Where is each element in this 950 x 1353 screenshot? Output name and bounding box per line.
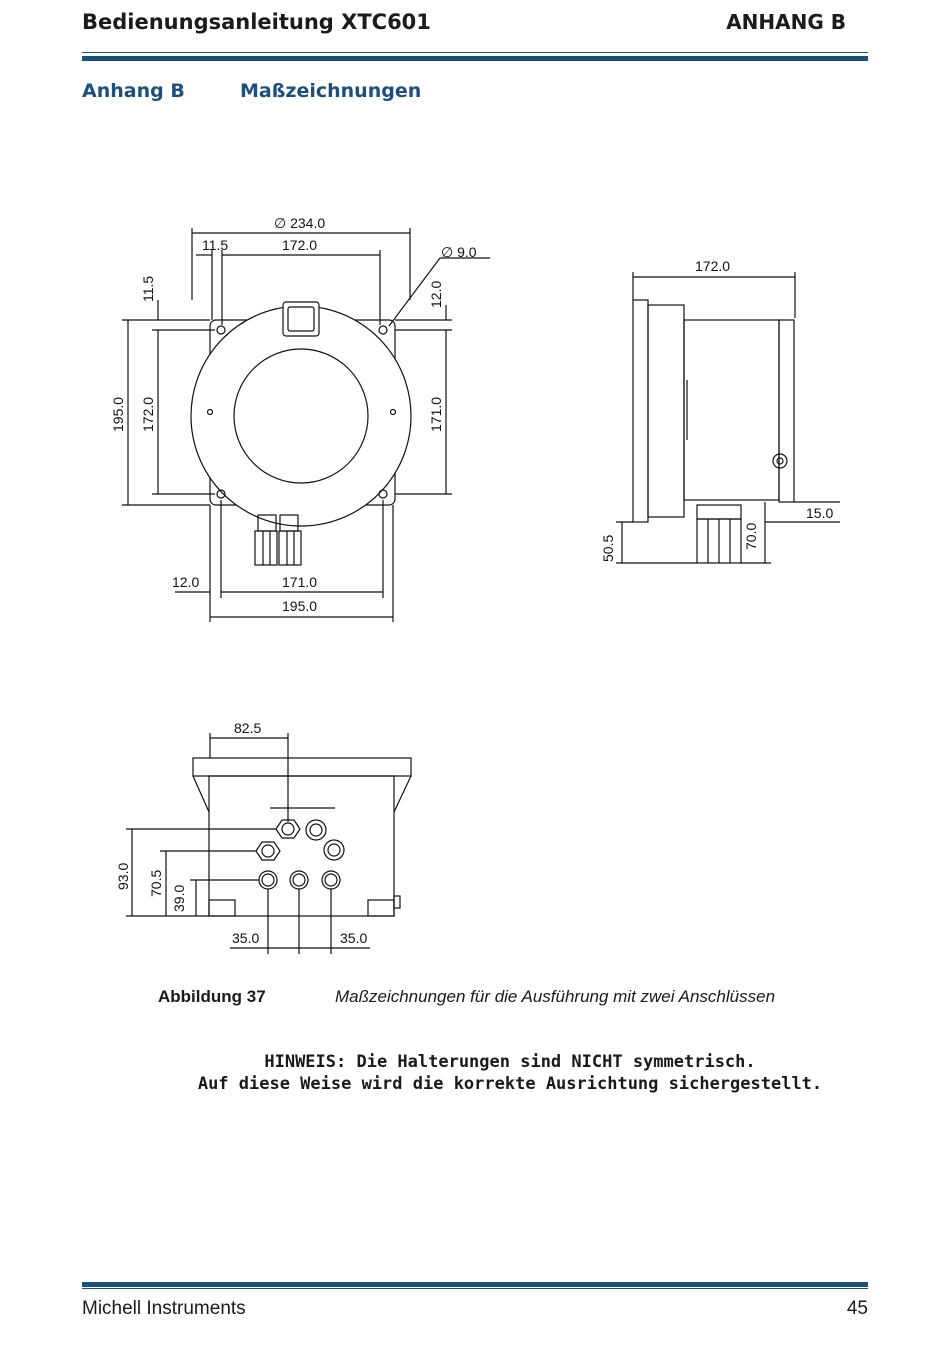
dim-diameter: ∅ 234.0 [274,215,325,231]
dim-height-right: 171.0 [428,397,444,432]
footer-rule-thick [82,1282,868,1287]
page-number: 45 [846,1298,868,1319]
section-title: Maßzeichnungen [240,80,422,102]
header-section: ANHANG B [726,10,846,34]
dim-depth: 172.0 [695,258,730,274]
dim-bottom-h2: 70.5 [148,870,164,897]
front-view [122,228,490,622]
dim-left-top: 11.5 [140,276,156,302]
bottom-view [126,733,412,954]
figure-label: Abbildung 37 [158,987,266,1006]
header-title: Bedienungsanleitung XTC601 [82,10,431,34]
dim-top-offset: 11.5 [202,237,228,253]
footer-rule-thin [82,1288,868,1289]
dim-top-width: 172.0 [282,237,317,253]
dim-height-outer: 195.0 [110,397,126,432]
note-line-1: HINWEIS: Die Halterungen sind NICHT symm… [264,1052,756,1072]
dim-bottom-h3: 39.0 [171,885,187,912]
note-line-2: Auf diese Weise wird die korrekte Ausric… [197,1074,823,1094]
dim-bottom-inner: 171.0 [282,574,317,590]
dim-height-inner: 172.0 [140,397,156,432]
header-rule-thin [82,52,868,53]
dim-pitch-right: 35.0 [340,930,367,946]
side-view [616,272,840,564]
dim-gland-offset: 70.0 [743,523,759,550]
dim-bottom-outer: 195.0 [282,598,317,614]
figure-caption: Maßzeichnungen für die Ausführung mit zw… [335,987,776,1006]
dim-bottom-top: 82.5 [234,720,261,736]
footer-company: Michell Instruments [82,1298,246,1319]
dim-bottom-offset: 12.0 [172,574,199,590]
dim-gland-height: 50.5 [600,535,616,562]
dim-right-top: 12.0 [428,281,444,308]
section-label: Anhang B [82,80,185,102]
dim-pitch-left: 35.0 [232,930,259,946]
dim-hole: ∅ 9.0 [441,244,477,260]
dim-bracket: 15.0 [806,505,833,521]
dim-bottom-h1: 93.0 [115,863,131,890]
header-rule-thick [82,56,868,61]
